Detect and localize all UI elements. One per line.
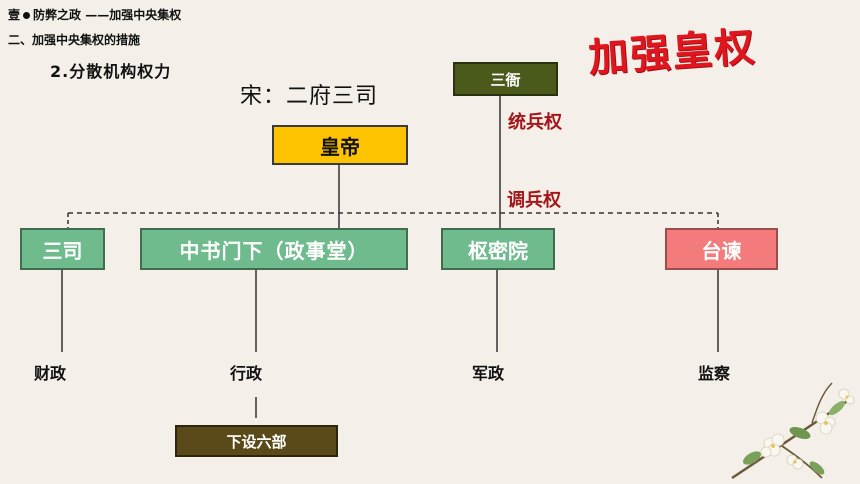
node-emperor: 皇帝	[272, 125, 408, 165]
function-supervision: 监察	[698, 364, 731, 383]
section-header: 二、加强中央集权的措施	[8, 33, 141, 47]
node-taijian: 台谏	[665, 228, 778, 270]
function-administration: 行政	[230, 364, 263, 383]
bullet-dot-icon	[23, 11, 31, 19]
node-sansi: 三司	[20, 228, 105, 270]
function-military: 军政	[472, 364, 505, 383]
node-zhongshu: 中书门下（政事堂）	[140, 228, 408, 270]
function-finance: 财政	[34, 364, 67, 383]
diagram-subtitle: 宋：二府三司	[240, 84, 379, 109]
power-command: 统兵权	[508, 112, 562, 133]
unit-header: 壹防弊之政 ——加强中央集权	[8, 8, 182, 22]
point-header: 2.分散机构权力	[50, 62, 172, 81]
node-sanya: 三衙	[453, 62, 558, 96]
flower-branch-icon	[731, 382, 855, 480]
node-liubu: 下设六部	[175, 425, 338, 457]
slogan: 加强皇权	[586, 23, 758, 82]
power-dispatch: 调兵权	[507, 190, 561, 211]
node-shumiyuan: 枢密院	[441, 228, 555, 270]
